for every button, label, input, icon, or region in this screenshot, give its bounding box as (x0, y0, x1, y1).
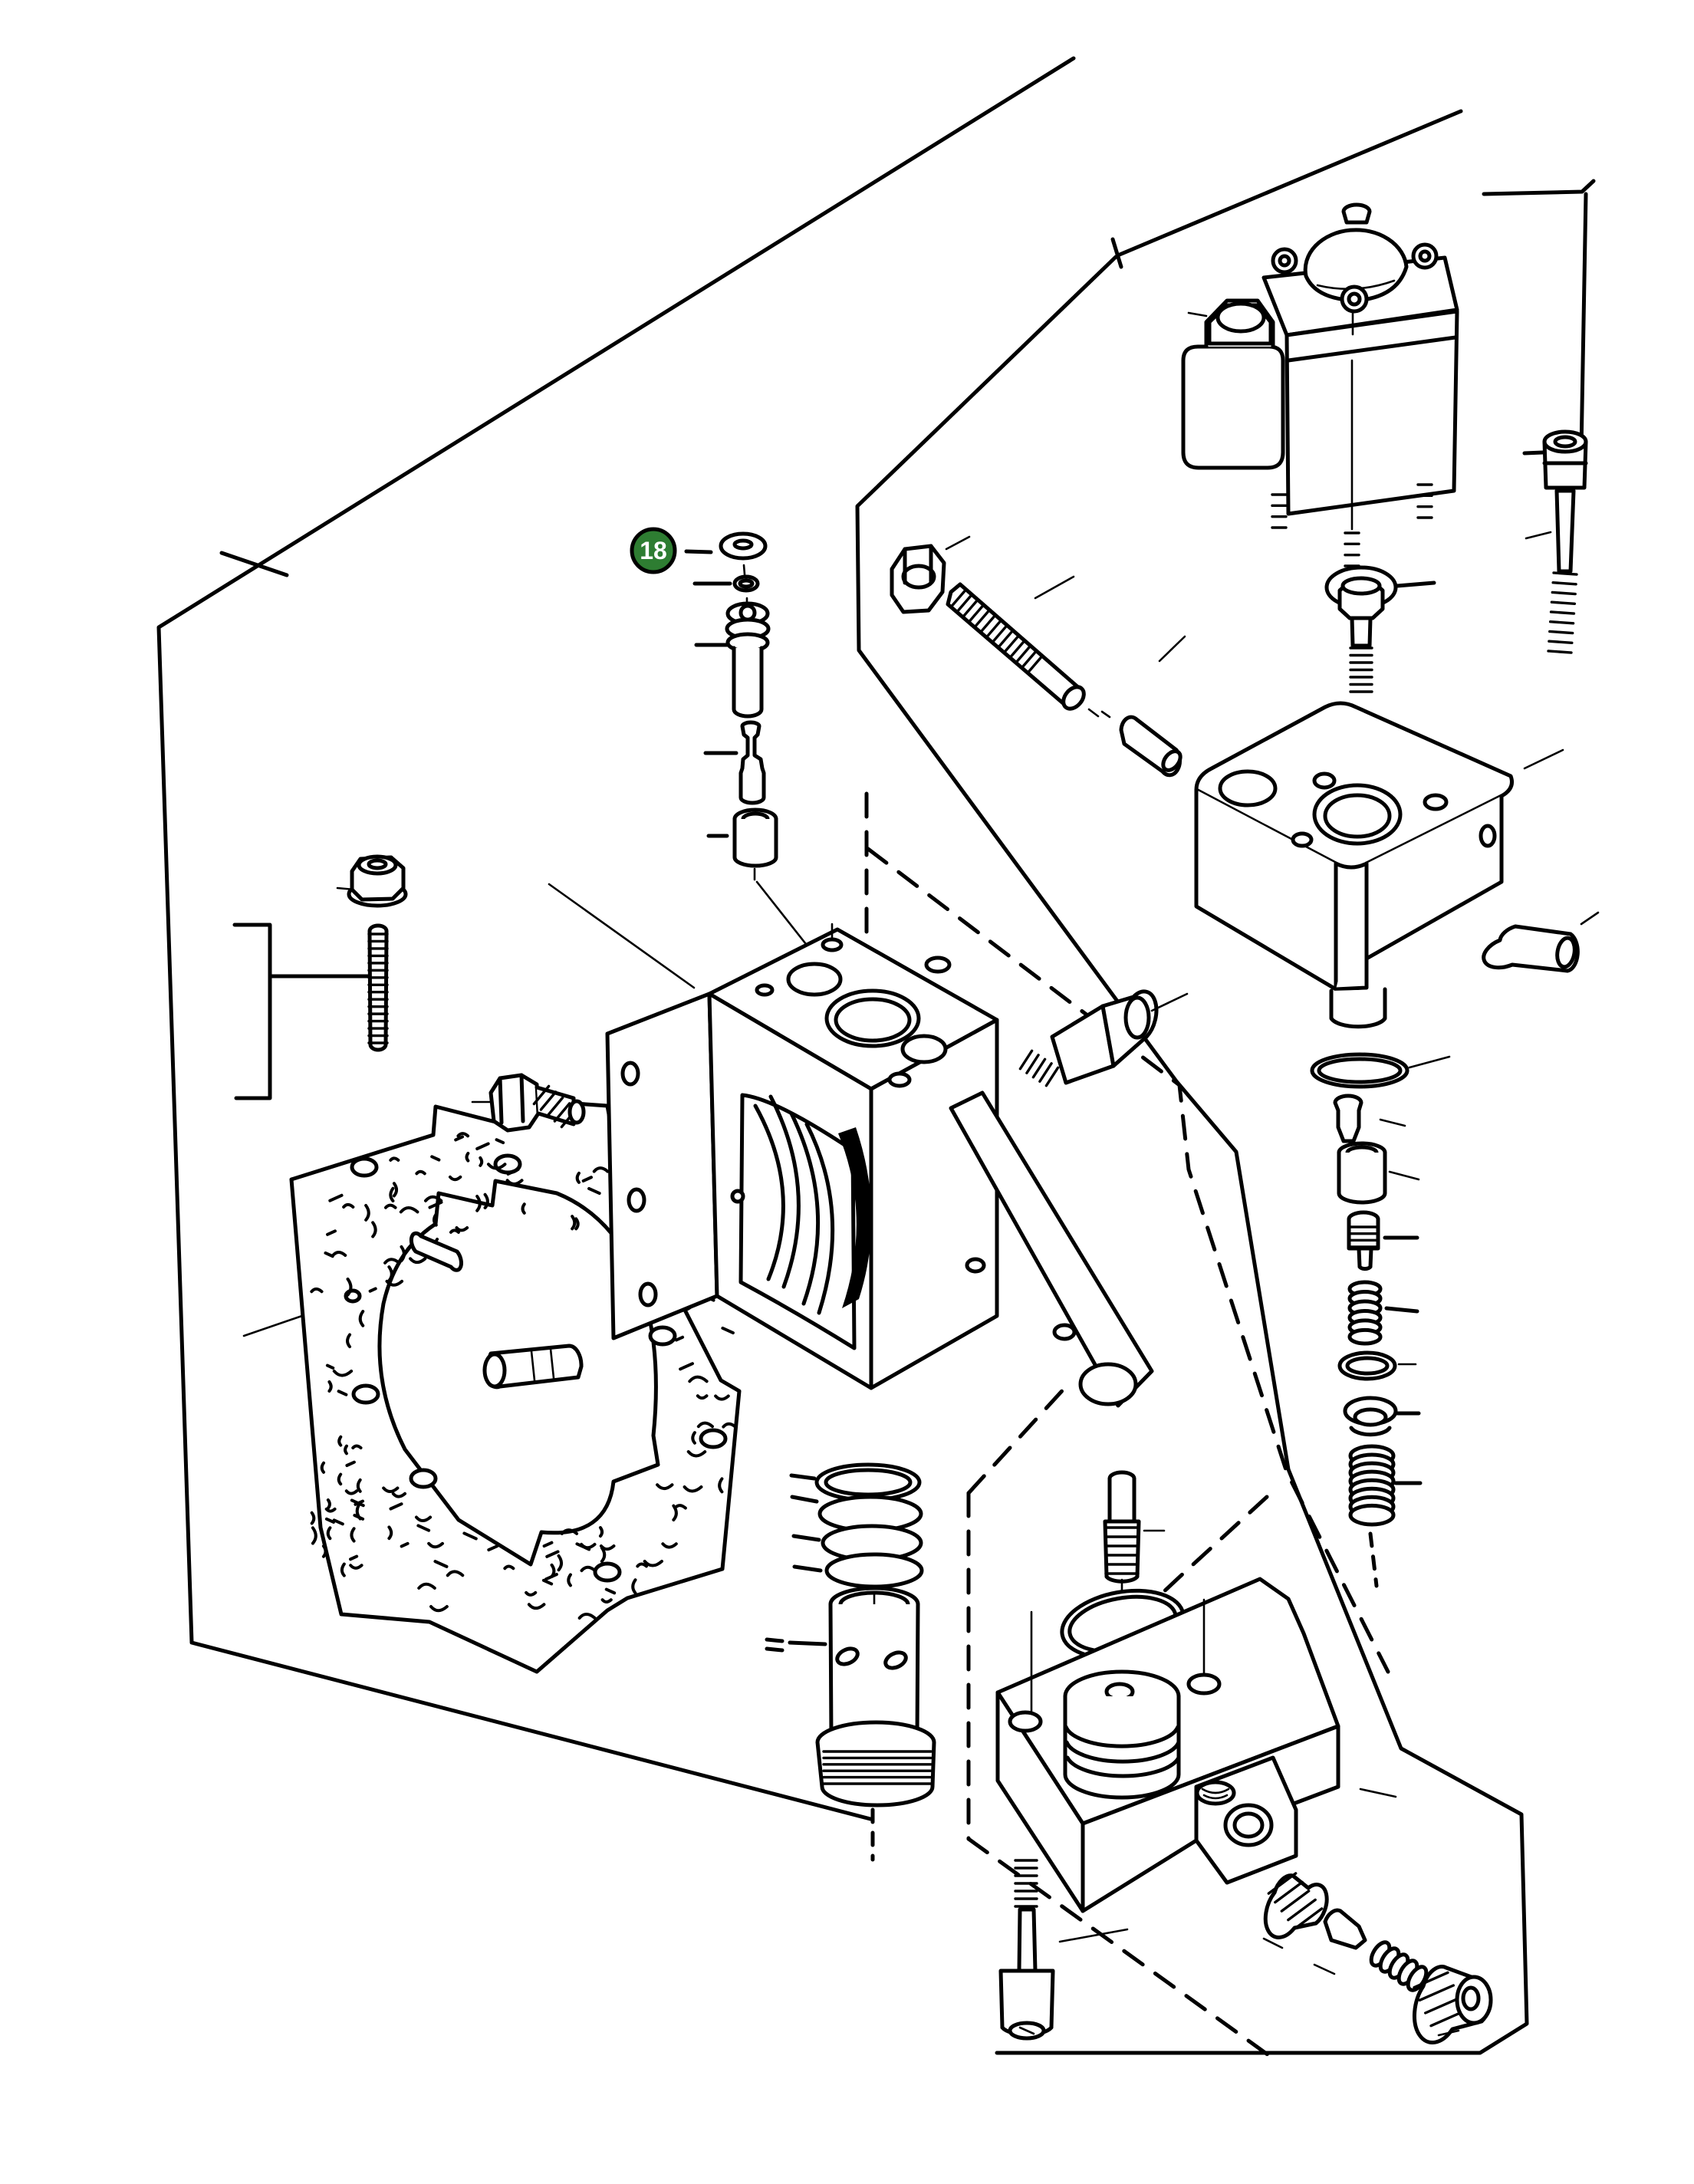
flat-washer-icon (719, 531, 768, 576)
spring-icon (1347, 1280, 1383, 1346)
threaded-stud-icon (946, 575, 1100, 718)
threaded-seat-icon (1347, 1210, 1419, 1271)
solenoid-valve-icon (1181, 202, 1459, 618)
pin-icon (409, 1231, 463, 1272)
valve-stem-icon (703, 720, 766, 805)
coil-spring-icon (790, 1495, 924, 1589)
svg-text:18: 18 (640, 537, 667, 564)
valve-cartridge-icon (694, 597, 771, 719)
stud-icon (367, 923, 389, 1052)
hex-plug-icon (471, 1073, 586, 1133)
o-ring-small-icon (1337, 1350, 1417, 1381)
panel-boundary-lines (156, 56, 1596, 2055)
control-block-icon (995, 1577, 1397, 1913)
o-ring-icon (692, 574, 760, 593)
valve-block-icon (1194, 701, 1564, 1029)
hex-nut-icon (890, 535, 971, 614)
retaining-ring-icon (789, 1462, 922, 1502)
guide-sleeve-icon (706, 807, 778, 868)
dowel-pin-icon (1100, 635, 1186, 778)
part-callout-18[interactable]: 18 (630, 527, 677, 574)
leader (1384, 1306, 1419, 1314)
sleeve-icon (1337, 1141, 1420, 1205)
group-bracket-right (1482, 179, 1596, 456)
seat-washer-icon (1343, 1396, 1421, 1437)
large-o-ring-icon (1310, 1052, 1451, 1089)
socket-head-cap-screw-icon (1525, 429, 1588, 654)
piston-icon (1063, 1669, 1181, 1800)
fitting-pin-icon (1103, 1470, 1166, 1679)
threaded-plug-icon (1262, 1872, 1329, 1949)
group-bracket-left (232, 923, 370, 1100)
hex-bolt-icon (1337, 576, 1385, 693)
housing-cap-screw (1018, 989, 1189, 1087)
callout-leader (684, 549, 713, 554)
roller-pin-icon (482, 1344, 584, 1390)
flange-nut-icon (336, 854, 408, 908)
bushing-icon (1482, 911, 1600, 973)
poppet-bottom-icon (1313, 1908, 1367, 1975)
socket-plug-icon (1412, 1965, 1493, 2045)
spring-large-icon (1348, 1444, 1396, 1527)
cap-screw-bottom-icon (998, 1859, 1129, 2041)
valve-tube-icon (765, 1586, 936, 1807)
poppet-icon (1333, 1094, 1406, 1143)
gasket-stipple-texture (310, 1132, 737, 1620)
pump-housing (605, 923, 1154, 1408)
